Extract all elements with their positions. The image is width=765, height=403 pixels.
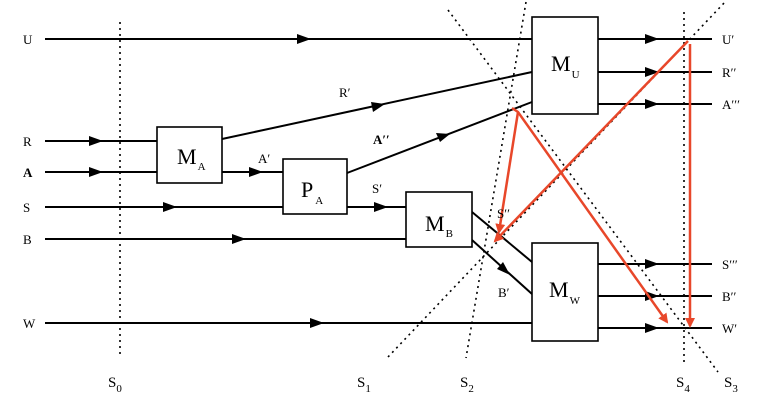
cut-label-s4: S4 bbox=[676, 375, 690, 395]
arrowhead bbox=[436, 133, 450, 142]
cut-label-s0: S0 bbox=[108, 375, 122, 395]
output-labels: U′ R′′ A′′′ S′′′ B′′ W′ bbox=[722, 32, 740, 336]
output-label-a: A′′′ bbox=[722, 97, 740, 112]
block-ma: MA bbox=[156, 126, 223, 184]
arrowhead bbox=[374, 202, 388, 212]
arrowhead bbox=[249, 167, 263, 177]
arrowhead bbox=[645, 259, 659, 269]
wires bbox=[45, 34, 712, 333]
block-mu: MU bbox=[531, 16, 599, 115]
cut-line-s2 bbox=[465, 1, 527, 359]
input-label-r: R bbox=[23, 134, 32, 149]
output-label-u: U′ bbox=[722, 32, 734, 47]
output-label-b: B′′ bbox=[722, 289, 737, 304]
input-label-a: A bbox=[23, 165, 33, 180]
highlight-path bbox=[493, 40, 695, 328]
block-pa-box bbox=[282, 158, 348, 215]
edge-label-s-dprime: S′′ bbox=[497, 206, 510, 221]
cut-labels: S0 S1 S2 S4 S3 bbox=[108, 375, 738, 395]
block-mw: MW bbox=[531, 242, 599, 342]
input-labels: U R A S B W bbox=[23, 32, 36, 331]
arrowhead bbox=[645, 291, 659, 301]
arrowhead bbox=[645, 34, 659, 44]
output-label-r: R′′ bbox=[722, 65, 737, 80]
cut-label-s2: S2 bbox=[460, 375, 474, 395]
block-mu-box bbox=[531, 16, 599, 115]
red-arrow-to-w-prime bbox=[511, 106, 669, 324]
edge-label-a-dprime: A′′ bbox=[373, 132, 390, 147]
block-ma-label: MA bbox=[177, 144, 206, 173]
edge-label-r-prime: R′ bbox=[339, 85, 351, 100]
edge-label-a-prime: A′ bbox=[258, 151, 270, 166]
arrowhead bbox=[163, 202, 177, 212]
cut-label-s3: S3 bbox=[724, 375, 738, 395]
arrowhead bbox=[232, 234, 246, 244]
block-mb: MB bbox=[405, 191, 473, 248]
arrowhead bbox=[645, 323, 659, 333]
block-mb-box bbox=[405, 191, 473, 248]
edge-label-s-prime: S′ bbox=[372, 181, 382, 196]
block-ma-box bbox=[156, 126, 223, 184]
output-label-s: S′′′ bbox=[722, 257, 738, 272]
block-mb-label: MB bbox=[425, 211, 453, 240]
edge-label-b-prime: B′ bbox=[498, 285, 510, 300]
input-label-u: U bbox=[23, 32, 33, 47]
block-mw-label: MW bbox=[549, 277, 581, 307]
red-arrow-mu-to-mb bbox=[495, 111, 520, 234]
red-arrow-u-to-mb bbox=[493, 40, 689, 243]
edge-labels: R′ A′ A′′ S′ S′′ B′ bbox=[258, 85, 510, 300]
arrowhead bbox=[310, 318, 324, 328]
output-label-w: W′ bbox=[722, 321, 737, 336]
cut-label-s1: S1 bbox=[357, 375, 371, 395]
cut-lines bbox=[119, 1, 726, 373]
arrowhead bbox=[297, 34, 311, 44]
arrowhead bbox=[645, 99, 659, 109]
input-label-b: B bbox=[23, 232, 32, 247]
arrowhead bbox=[371, 102, 385, 112]
block-mw-box bbox=[531, 242, 599, 342]
block-mu-label: MU bbox=[551, 51, 580, 81]
arrowhead bbox=[497, 262, 510, 275]
arrowhead bbox=[89, 167, 103, 177]
input-label-s: S bbox=[23, 200, 30, 215]
arrowhead bbox=[89, 136, 103, 146]
input-label-w: W bbox=[23, 316, 36, 331]
arrowhead bbox=[645, 67, 659, 77]
